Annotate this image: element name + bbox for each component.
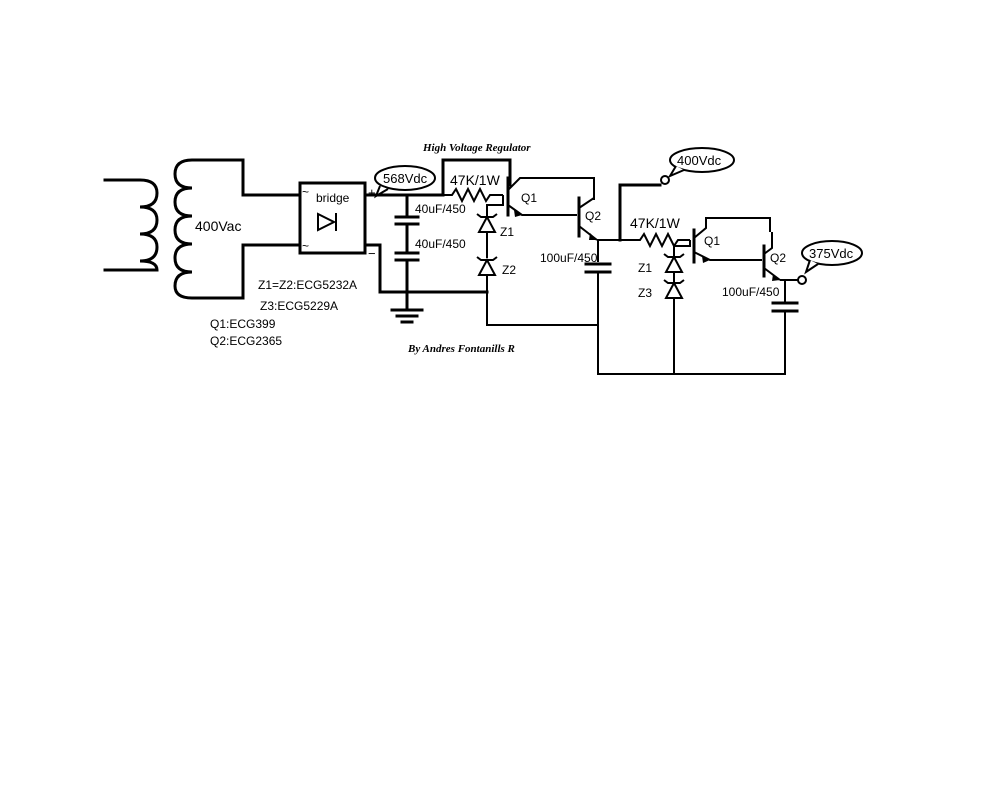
stage1-z2-zener bbox=[476, 256, 598, 326]
bridge-ac-top: ~ bbox=[302, 185, 309, 199]
bridge-diode-icon bbox=[317, 212, 337, 232]
parts-q2: Q2:ECG2365 bbox=[210, 334, 282, 348]
stage2-q2-label: Q2 bbox=[770, 251, 786, 265]
transformer-primary bbox=[103, 178, 159, 272]
stage1-q1-label: Q1 bbox=[521, 191, 537, 205]
bridge-rectifier: bridge ~ ~ + − bbox=[298, 181, 376, 261]
transformer-secondary bbox=[173, 158, 245, 300]
negative-rail bbox=[363, 243, 489, 294]
stage2-z1-label: Z1 bbox=[638, 261, 652, 275]
cap2-label: 40uF/450 bbox=[415, 237, 466, 251]
bridge-minus-label: − bbox=[368, 246, 376, 261]
stage1-z1-zener bbox=[476, 213, 498, 258]
tap-400v-label: 400Vdc bbox=[677, 153, 722, 168]
stage2-resistor-label: 47K/1W bbox=[630, 215, 681, 231]
cap1-label: 40uF/450 bbox=[415, 202, 466, 216]
stage1-cap-label: 100uF/450 bbox=[540, 251, 598, 265]
output-voltage-label: 375Vdc bbox=[809, 246, 854, 261]
stage1-base-wire bbox=[486, 195, 504, 217]
stage2-resistor bbox=[620, 231, 690, 249]
transformer: 400Vac bbox=[103, 158, 245, 300]
stage1-q2-label: Q2 bbox=[585, 209, 601, 223]
tap-400v-terminal bbox=[660, 175, 670, 185]
author-credit: By Andres Fontanills R bbox=[407, 343, 515, 355]
input-voltage-callout: 568Vdc bbox=[373, 165, 436, 199]
stage1-resistor bbox=[443, 186, 503, 204]
stage1-z1-label: Z1 bbox=[500, 225, 514, 239]
ac-wire-top bbox=[241, 158, 302, 197]
diagram-title: High Voltage Regulator bbox=[422, 142, 531, 154]
bridge-plus-label: + bbox=[368, 185, 376, 200]
parts-zener3: Z3:ECG5229A bbox=[260, 299, 338, 313]
parts-zener12: Z1=Z2:ECG5232A bbox=[258, 278, 357, 292]
parts-q1: Q1:ECG399 bbox=[210, 317, 276, 331]
transformer-voltage-label: 400Vac bbox=[195, 218, 241, 234]
output-terminal bbox=[797, 275, 807, 285]
tap-400v-callout: 400Vdc bbox=[667, 147, 735, 179]
stage2-q1-transistor bbox=[692, 217, 771, 264]
stage2-base-wire bbox=[673, 240, 691, 257]
input-voltage-label: 568Vdc bbox=[383, 171, 428, 186]
ac-wire-bottom bbox=[241, 243, 302, 300]
tap-400v-wire bbox=[618, 183, 662, 242]
stage2-cap-label: 100uF/450 bbox=[722, 285, 780, 299]
output-voltage-callout: 375Vdc bbox=[801, 240, 863, 275]
stage2-q1-label: Q1 bbox=[704, 234, 720, 248]
stage1-q2-transistor bbox=[540, 178, 598, 241]
stage2-q2-transistor bbox=[750, 232, 781, 281]
stage1-ground-return bbox=[597, 272, 786, 375]
stage1-resistor-label: 47K/1W bbox=[450, 172, 501, 188]
bridge-label: bridge bbox=[316, 191, 350, 205]
stage2-z3-zener bbox=[663, 279, 685, 374]
bridge-ac-bottom: ~ bbox=[302, 239, 309, 253]
positive-rail bbox=[363, 158, 512, 197]
ground-icon bbox=[390, 308, 424, 324]
stage2-z3-label: Z3 bbox=[638, 286, 652, 300]
stage1-z2-label: Z2 bbox=[502, 263, 516, 277]
stage2-z1-zener bbox=[663, 253, 685, 283]
